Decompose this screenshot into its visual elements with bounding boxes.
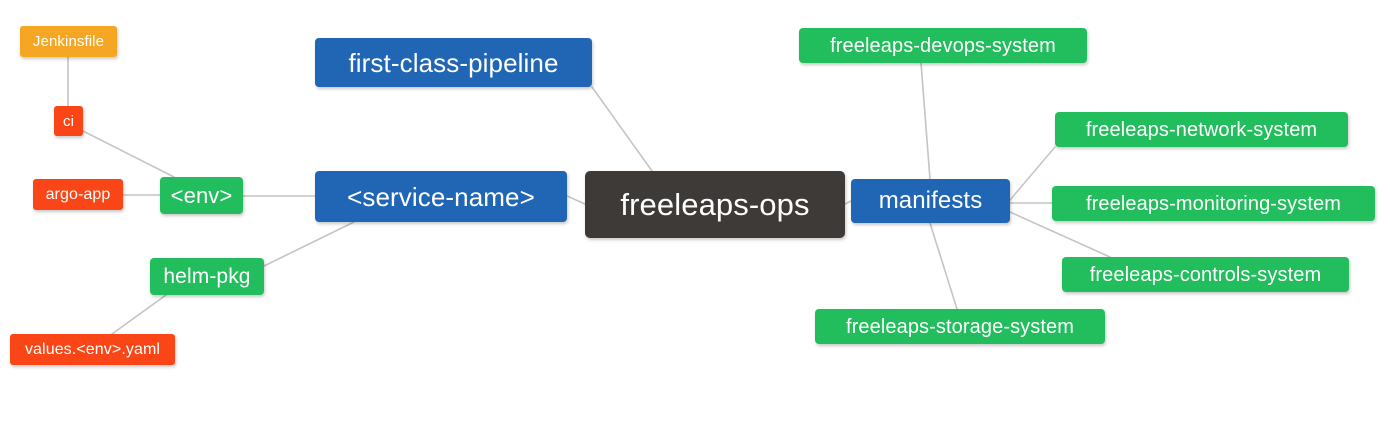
edge-freeleaps-ops-to-first-class-pipeline	[591, 86, 653, 172]
node-freeleaps-devops-system[interactable]: freeleaps-devops-system	[799, 28, 1087, 63]
node-first-class-pipeline[interactable]: first-class-pipeline	[315, 38, 592, 87]
edge-helm-pkg-to-values-yaml	[111, 294, 167, 335]
edge-env-to-ci	[82, 130, 175, 178]
node-ci[interactable]: ci	[54, 106, 83, 136]
edge-service-name-to-helm-pkg	[263, 221, 355, 267]
node-freeleaps-controls-system[interactable]: freeleaps-controls-system	[1062, 257, 1349, 292]
edge-manifests-to-freeleaps-devops-system	[920, 62, 931, 180]
node-env[interactable]: <env>	[160, 177, 243, 214]
node-helm-pkg[interactable]: helm-pkg	[150, 258, 264, 295]
node-service-name[interactable]: <service-name>	[315, 171, 567, 222]
node-argo-app[interactable]: argo-app	[33, 179, 123, 210]
node-freeleaps-ops[interactable]: freeleaps-ops	[585, 171, 845, 238]
node-jenkinsfile[interactable]: Jenkinsfile	[20, 26, 117, 57]
node-freeleaps-network-system[interactable]: freeleaps-network-system	[1055, 112, 1348, 147]
edge-freeleaps-ops-to-service-name	[566, 195, 586, 205]
node-freeleaps-monitoring-system[interactable]: freeleaps-monitoring-system	[1052, 186, 1375, 221]
node-values-yaml[interactable]: values.<env>.yaml	[10, 334, 175, 365]
edge-manifests-to-freeleaps-storage-system	[929, 222, 958, 310]
edge-manifests-to-freeleaps-network-system	[1009, 146, 1056, 201]
node-manifests[interactable]: manifests	[851, 179, 1010, 223]
node-freeleaps-storage-system[interactable]: freeleaps-storage-system	[815, 309, 1105, 344]
